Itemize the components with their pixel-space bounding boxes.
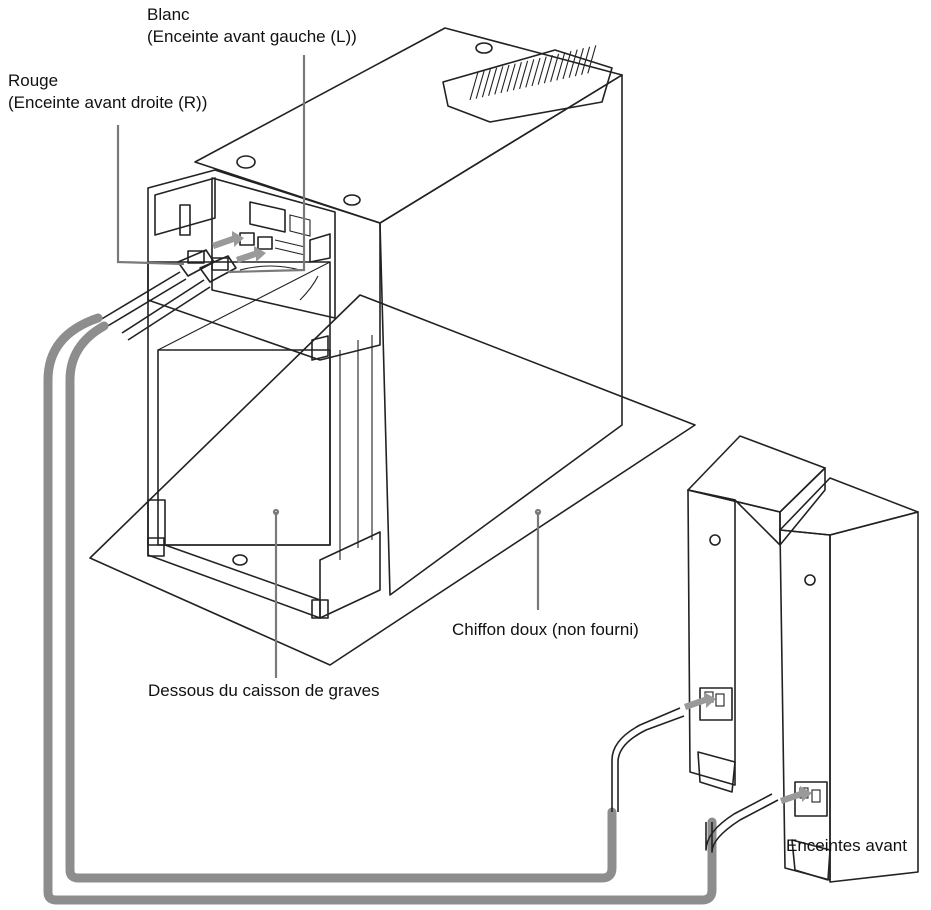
vent-slot — [537, 56, 547, 85]
cable-to-speaker-left — [65, 321, 617, 883]
vent-slot — [469, 71, 479, 101]
vent-slot — [519, 60, 529, 89]
soft-cloth — [89, 294, 696, 666]
label-underside: Dessous du caisson de graves — [148, 681, 380, 700]
vent-slot — [481, 69, 491, 98]
leader-red — [116, 125, 185, 266]
top-screw-hole — [236, 155, 256, 169]
insert-arrow — [780, 786, 812, 804]
vent-slot — [475, 70, 485, 99]
top-screw-hole — [343, 194, 361, 206]
vent-slot — [506, 63, 516, 92]
vent-slot — [531, 57, 541, 87]
vent-slot — [500, 64, 510, 94]
vent-slot — [550, 53, 560, 82]
label-front-speakers: Enceintes avant — [786, 836, 907, 855]
vent-slot — [543, 55, 553, 84]
vent-slot — [562, 50, 572, 80]
vent-slot — [581, 46, 591, 75]
top-screw-hole — [475, 42, 493, 54]
speaker-terminal-right — [257, 236, 273, 250]
label-white-name: Blanc — [147, 5, 190, 24]
vent-slot — [512, 62, 522, 91]
vent-slot — [568, 49, 578, 78]
foot — [147, 537, 165, 557]
leader-white — [227, 55, 306, 274]
rear-terminal-panel — [147, 169, 381, 361]
cable-to-speaker-right — [43, 313, 717, 905]
label-white-desc: (Enceinte avant gauche (L)) — [147, 27, 357, 46]
system-connector — [249, 201, 286, 233]
vent-opening — [179, 204, 191, 236]
subwoofer-underside — [147, 261, 331, 546]
label-red-desc: (Enceinte avant droite (R)) — [8, 93, 207, 112]
speaker-plug-white — [199, 255, 237, 283]
label-cloth: Chiffon doux (non fourni) — [452, 620, 639, 639]
insert-arrow — [684, 692, 716, 710]
vent-slot — [488, 67, 498, 96]
subwoofer-side-panel — [379, 74, 623, 596]
vent-slot — [574, 48, 584, 77]
insert-arrow — [212, 231, 244, 249]
vent-slot — [525, 59, 535, 88]
front-speaker-left — [687, 435, 826, 793]
front-speaker-right — [779, 477, 919, 883]
vent-slot — [556, 52, 566, 81]
vent-slot — [587, 45, 597, 74]
top-vent — [442, 45, 613, 123]
vent-slot — [494, 66, 504, 95]
label-red-name: Rouge — [8, 71, 58, 90]
insert-arrow — [236, 246, 266, 263]
